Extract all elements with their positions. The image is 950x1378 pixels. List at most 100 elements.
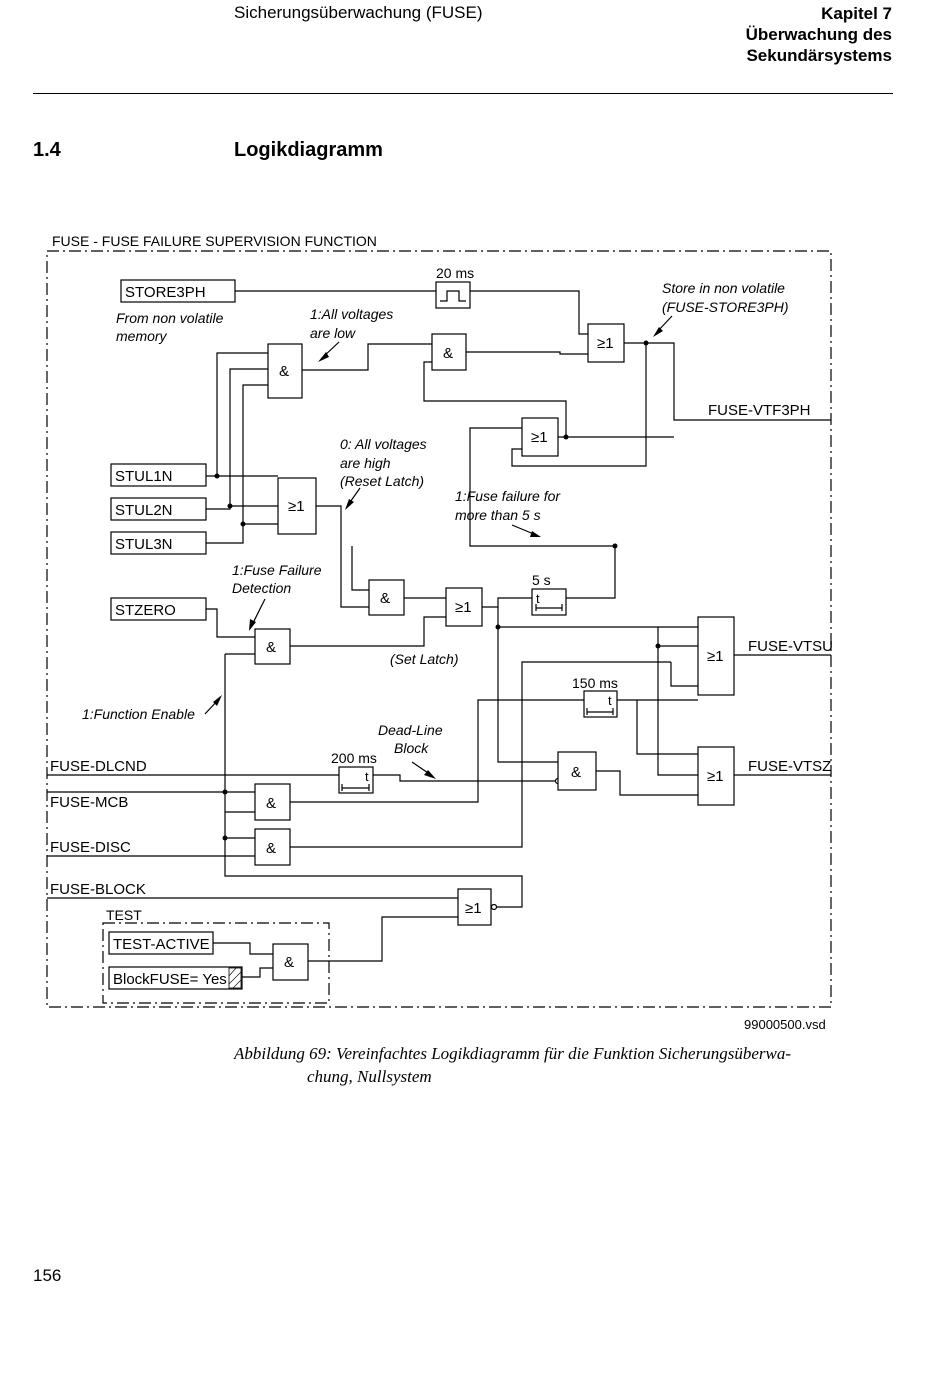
note-dlb-1: Dead-Line — [378, 722, 443, 738]
svg-text:t: t — [536, 591, 540, 606]
svg-text:&: & — [266, 795, 276, 812]
note-store-nv-2: (FUSE-STORE3PH) — [662, 299, 789, 315]
chapter-label: Kapitel 7 — [821, 4, 892, 23]
note-all-low-2: are low — [310, 325, 356, 341]
gate-or-vtsu: ≥1 — [697, 616, 735, 696]
gate-or-latch: ≥1 — [445, 587, 483, 627]
gate-or-store: ≥1 — [587, 323, 625, 363]
section-title: Logikdiagramm — [234, 139, 383, 161]
function-frame — [46, 250, 832, 1008]
label-test-active: TEST-ACTIVE — [113, 936, 210, 953]
svg-text:20 ms: 20 ms — [436, 265, 474, 281]
input-stzero — [110, 597, 207, 621]
input-blockfuse — [108, 966, 243, 990]
gate-or-feedback: ≥1 — [521, 417, 559, 457]
gate-or-vtsz: ≥1 — [697, 746, 735, 806]
label-stzero: STZERO — [115, 602, 176, 619]
page-number: 156 — [33, 1266, 62, 1285]
svg-text:≥1: ≥1 — [597, 335, 614, 352]
svg-text:&: & — [266, 840, 276, 857]
svg-text:≥1: ≥1 — [707, 768, 724, 785]
note-all-low-1: 1:All voltages — [310, 306, 393, 322]
test-frame-label: TEST — [106, 907, 142, 923]
label-disc: FUSE-DISC — [50, 839, 131, 856]
gate-and-store: & — [431, 333, 467, 371]
label-mcb: FUSE-MCB — [50, 794, 128, 811]
svg-text:200 ms: 200 ms — [331, 750, 377, 766]
running-header-left: Sicherungsüberwachung (FUSE) — [234, 3, 483, 22]
gate-or-any-voltage: ≥1 — [277, 477, 317, 535]
file-reference: 99000500.vsd — [744, 1017, 826, 1032]
chapter-title-line1: Überwachung des — [745, 25, 892, 44]
gate-or-block: ≥1 — [457, 888, 492, 926]
svg-text:&: & — [380, 590, 390, 607]
label-vtsu: FUSE-VTSU — [748, 638, 833, 655]
timer-150ms: t 150 ms — [572, 675, 618, 718]
note-dlb-2: Block — [394, 740, 429, 756]
note-all-high-3: (Reset Latch) — [340, 473, 424, 489]
section-number: 1.4 — [33, 139, 61, 161]
svg-text:t: t — [608, 693, 612, 708]
label-stul1n: STUL1N — [115, 468, 173, 485]
gate-and-deadline: & — [557, 751, 597, 791]
svg-text:≥1: ≥1 — [707, 648, 724, 665]
timer-200ms: t 200 ms — [331, 750, 377, 794]
input-store3ph — [120, 279, 236, 303]
gate-and-all-low: & — [267, 343, 303, 399]
timer-20ms: 20 ms — [435, 265, 474, 309]
note-ffd-2: Detection — [232, 580, 291, 596]
note-from-nv-1: From non volatile — [116, 310, 224, 326]
svg-text:5 s: 5 s — [532, 572, 551, 588]
note-ff5s-1: 1:Fuse failure for — [455, 488, 561, 504]
svg-text:≥1: ≥1 — [455, 599, 472, 616]
chapter-title-line2: Sekundärsystems — [746, 46, 892, 65]
label-dlcnd: FUSE-DLCND — [50, 758, 147, 775]
caption-line2: chung, Nullsystem — [307, 1067, 432, 1086]
input-stul3n — [110, 531, 207, 555]
gate-and-test: & — [272, 943, 309, 981]
label-stul2n: STUL2N — [115, 502, 173, 519]
note-all-high-2: are high — [340, 455, 391, 471]
note-ff5s-2: more than 5 s — [455, 507, 541, 523]
note-store-nv-1: Store in non volatile — [662, 280, 785, 296]
input-stul2n — [110, 497, 207, 521]
svg-text:&: & — [284, 954, 294, 971]
note-set-latch: (Set Latch) — [390, 651, 458, 667]
svg-text:150 ms: 150 ms — [572, 675, 618, 691]
input-test-active — [108, 931, 214, 955]
caption-line1: Abbildung 69: Vereinfachtes Logikdiagram… — [234, 1044, 791, 1063]
label-store3ph: STORE3PH — [125, 284, 206, 301]
running-header-right: Kapitel 7 Überwachung des Sekundärsystem… — [746, 3, 892, 66]
gate-and-mcb: & — [254, 783, 291, 821]
junction-dots — [214, 340, 661, 841]
svg-text:&: & — [571, 764, 581, 781]
note-from-nv-2: memory — [116, 328, 168, 344]
label-vtsz: FUSE-VTSZ — [748, 758, 831, 775]
label-blockfuse: BlockFUSE= Yes — [113, 971, 227, 988]
frame-title: FUSE - FUSE FAILURE SUPERVISION FUNCTION — [52, 233, 377, 249]
annotation-arrows — [204, 315, 673, 779]
hatch-lines — [228, 967, 242, 989]
inverter-block — [490, 903, 498, 911]
svg-text:&: & — [279, 363, 289, 380]
label-stul3n: STUL3N — [115, 536, 173, 553]
svg-text:≥1: ≥1 — [531, 429, 548, 446]
label-vtf3ph: FUSE-VTF3PH — [708, 402, 811, 419]
svg-text:≥1: ≥1 — [288, 498, 305, 515]
svg-text:t: t — [365, 769, 369, 784]
svg-text:≥1: ≥1 — [465, 900, 482, 917]
svg-text:&: & — [443, 345, 453, 362]
wires — [47, 290, 831, 978]
gate-and-latch: & — [368, 579, 405, 616]
figure-caption: Abbildung 69: Vereinfachtes Logikdiagram… — [234, 1042, 874, 1088]
test-frame — [102, 922, 330, 1004]
header-rule — [33, 93, 893, 94]
note-ffd-1: 1:Fuse Failure — [232, 562, 322, 578]
svg-text:&: & — [266, 639, 276, 656]
input-stul1n — [110, 463, 207, 487]
annotations: From non volatile memory 1:All voltages … — [82, 280, 789, 756]
label-block: FUSE-BLOCK — [50, 881, 146, 898]
note-all-high-1: 0: All voltages — [340, 436, 427, 452]
note-fn-enable: 1:Function Enable — [82, 706, 195, 722]
